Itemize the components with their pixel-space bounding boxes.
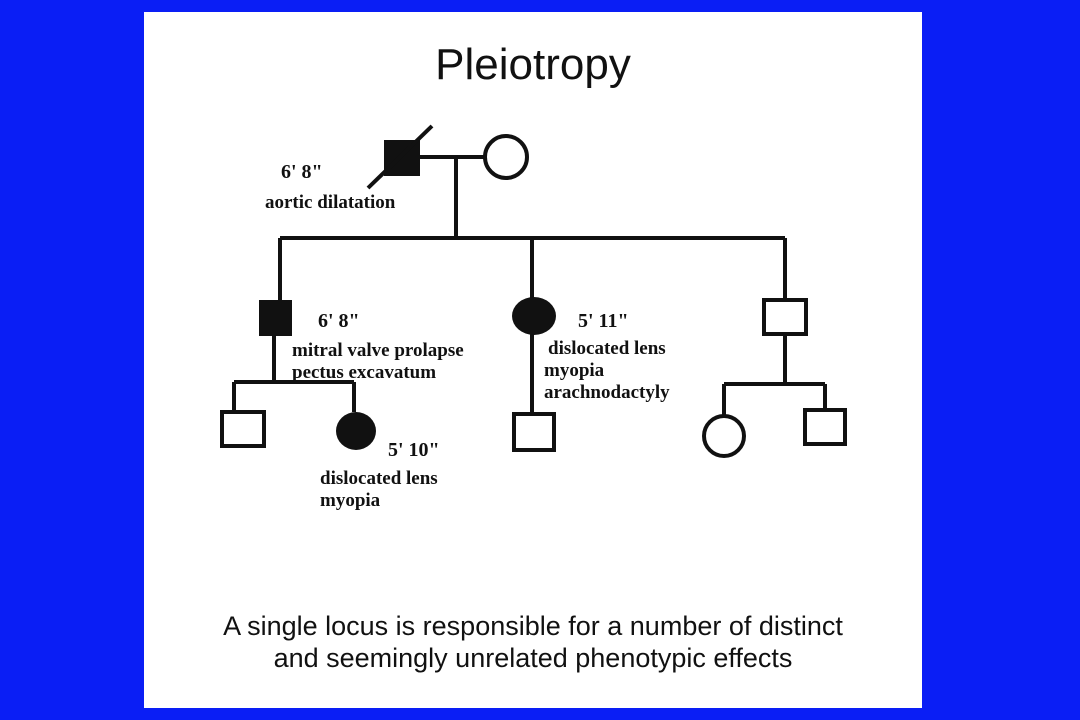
- daughter-height: 5' 11": [578, 310, 629, 332]
- unaffected-son-symbol: [762, 298, 808, 336]
- granddaughter-1-height: 5' 10": [388, 439, 440, 461]
- caption-line-1: A single locus is responsible for a numb…: [223, 611, 843, 641]
- slide-caption: A single locus is responsible for a numb…: [144, 610, 922, 674]
- slide-title: Pleiotropy: [435, 40, 631, 89]
- granddaughter-1-trait-2: myopia: [320, 490, 381, 511]
- pedigree-chart: [220, 124, 847, 458]
- deceased-slash: [366, 124, 434, 190]
- grandmother-symbol: [483, 134, 529, 180]
- son-symbol: [259, 300, 292, 336]
- son-height: 6' 8": [318, 310, 360, 332]
- grandson-2-symbol: [512, 412, 556, 452]
- grandfather-trait: aortic dilatation: [265, 192, 396, 213]
- son-trait-2: pectus excavatum: [292, 362, 437, 383]
- daughter-symbol: [512, 297, 556, 335]
- grandson-3-symbol: [803, 408, 847, 446]
- grandson-1-symbol: [220, 410, 266, 448]
- slide: Pleiotropy: [144, 12, 922, 708]
- grandfather-height: 6' 8": [281, 161, 323, 183]
- granddaughter-1-symbol: [336, 412, 376, 450]
- daughter-trait-1: dislocated lens: [548, 338, 666, 359]
- son-trait-1: mitral valve prolapse: [292, 340, 464, 361]
- granddaughter-2-symbol: [702, 414, 746, 458]
- daughter-trait-2: myopia: [544, 360, 605, 381]
- granddaughter-1-trait-1: dislocated lens: [320, 468, 438, 489]
- daughter-trait-3: arachnodactyly: [544, 382, 670, 403]
- caption-line-2: and seemingly unrelated phenotypic effec…: [273, 643, 793, 673]
